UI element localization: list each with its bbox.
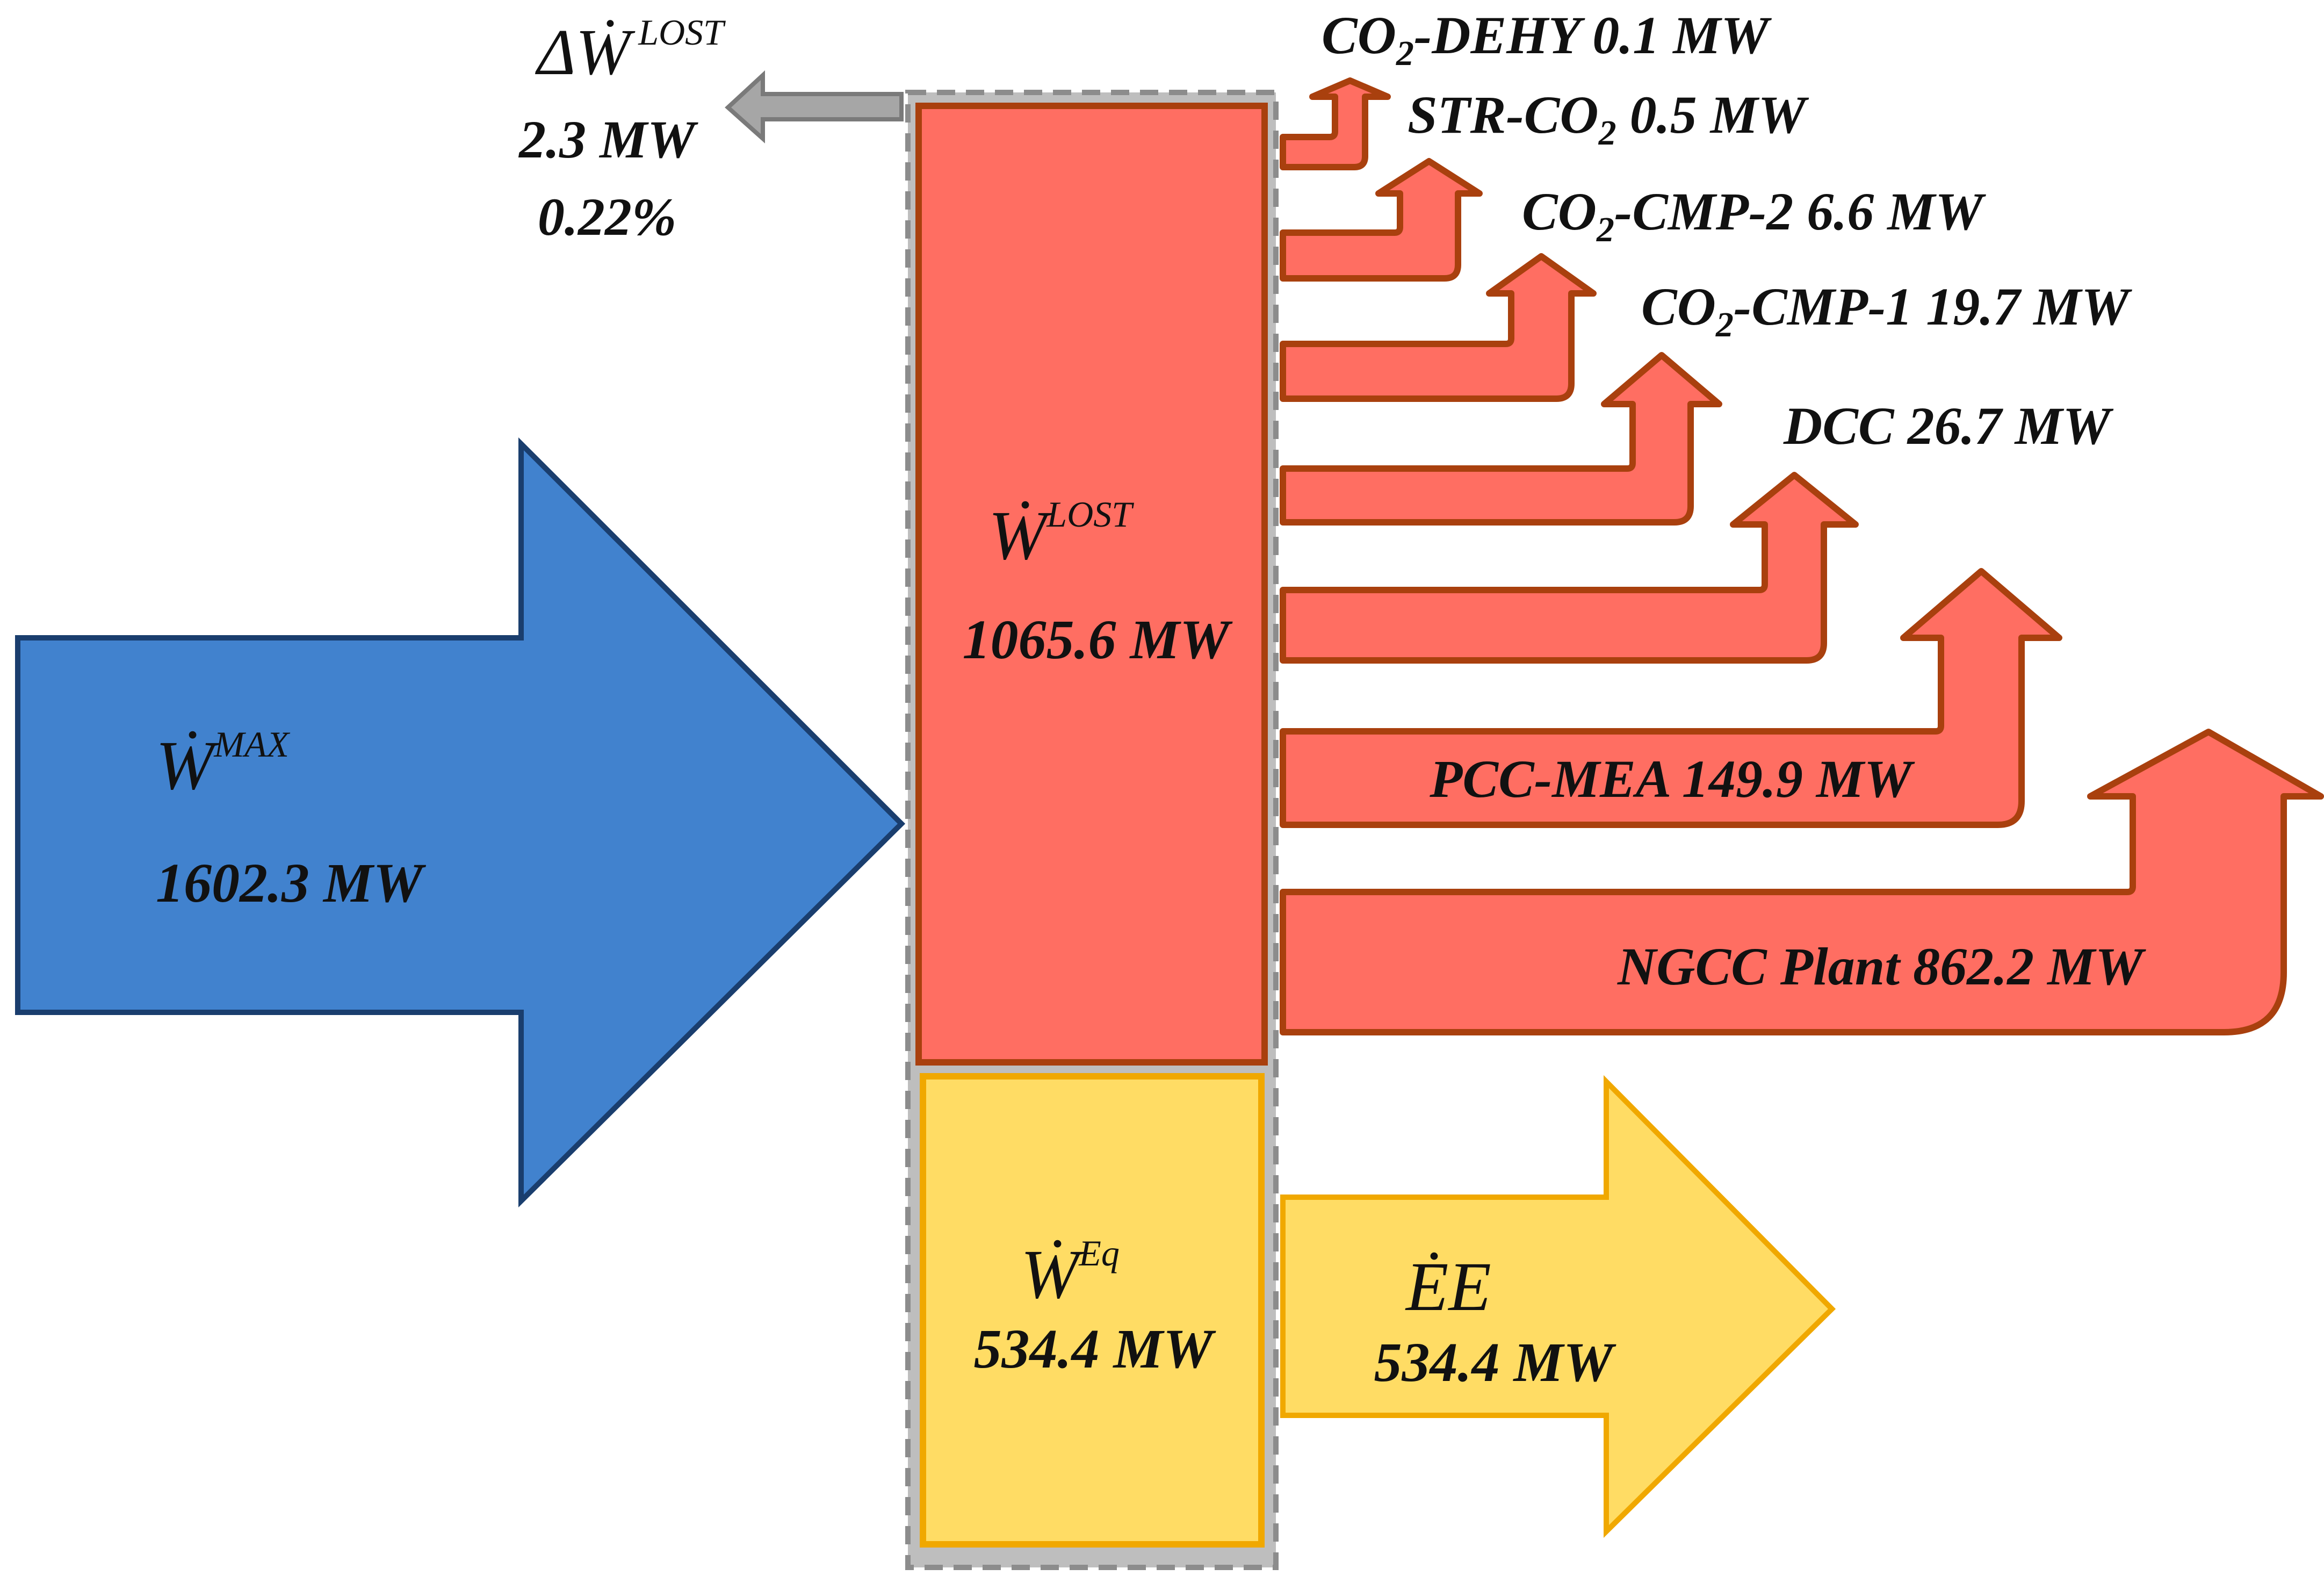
output-arrow — [1280, 1075, 1836, 1538]
leak-percent: 0.22% — [538, 187, 676, 247]
loss-arrow-dcc — [1280, 472, 1859, 664]
equivalent-work-block — [920, 1073, 1265, 1548]
loss-arrow-co2-dehy — [1280, 77, 1391, 170]
output-label: ĖE — [1405, 1248, 1491, 1326]
loss-arrow-co2-cmp-2 — [1280, 253, 1597, 402]
input-arrow — [15, 437, 906, 1207]
loss-label-str-co2: STR-CO2 0.5 MW — [1408, 85, 1809, 153]
loss-arrow-ngcc-plant — [1280, 729, 2324, 1035]
lost-work-label: ẆLOST — [988, 494, 1134, 574]
loss-label-co2-dehy: CO2-DEHY 0.1 MW — [1322, 5, 1772, 73]
input-label: ẆMAX — [156, 724, 290, 804]
loss-label-co2-cmp-1: CO2-CMP-1 19.7 MW — [1641, 277, 2132, 344]
equivalent-work-label: ẆEq — [1021, 1233, 1120, 1313]
input-value: 1602.3 MW — [156, 852, 426, 914]
loss-arrows — [1280, 77, 2324, 1035]
loss-label-co2-cmp-2: CO2-CMP-2 6.6 MW — [1522, 182, 1986, 249]
loss-arrow-co2-cmp-1 — [1280, 352, 1722, 526]
lost-work-value: 1065.6 MW — [963, 609, 1233, 671]
loss-labels: CO2-DEHY 0.1 MW STR-CO2 0.5 MW CO2-CMP-2… — [1322, 5, 2146, 996]
leak-arrow — [725, 70, 904, 143]
loss-label-pcc-mea: PCC-MEA 149.9 MW — [1429, 749, 1915, 809]
output-value: 534.4 MW — [1374, 1332, 1616, 1393]
loss-arrow-pcc-mea — [1280, 568, 2062, 828]
lost-work-block — [915, 103, 1268, 1066]
loss-label-ngcc-plant: NGCC Plant 862.2 MW — [1617, 937, 2146, 996]
leak-value: 2.3 MW — [518, 110, 698, 169]
loss-label-dcc: DCC 26.7 MW — [1783, 396, 2114, 456]
equivalent-work-value: 534.4 MW — [974, 1318, 1216, 1380]
loss-arrow-str-co2 — [1280, 158, 1483, 282]
